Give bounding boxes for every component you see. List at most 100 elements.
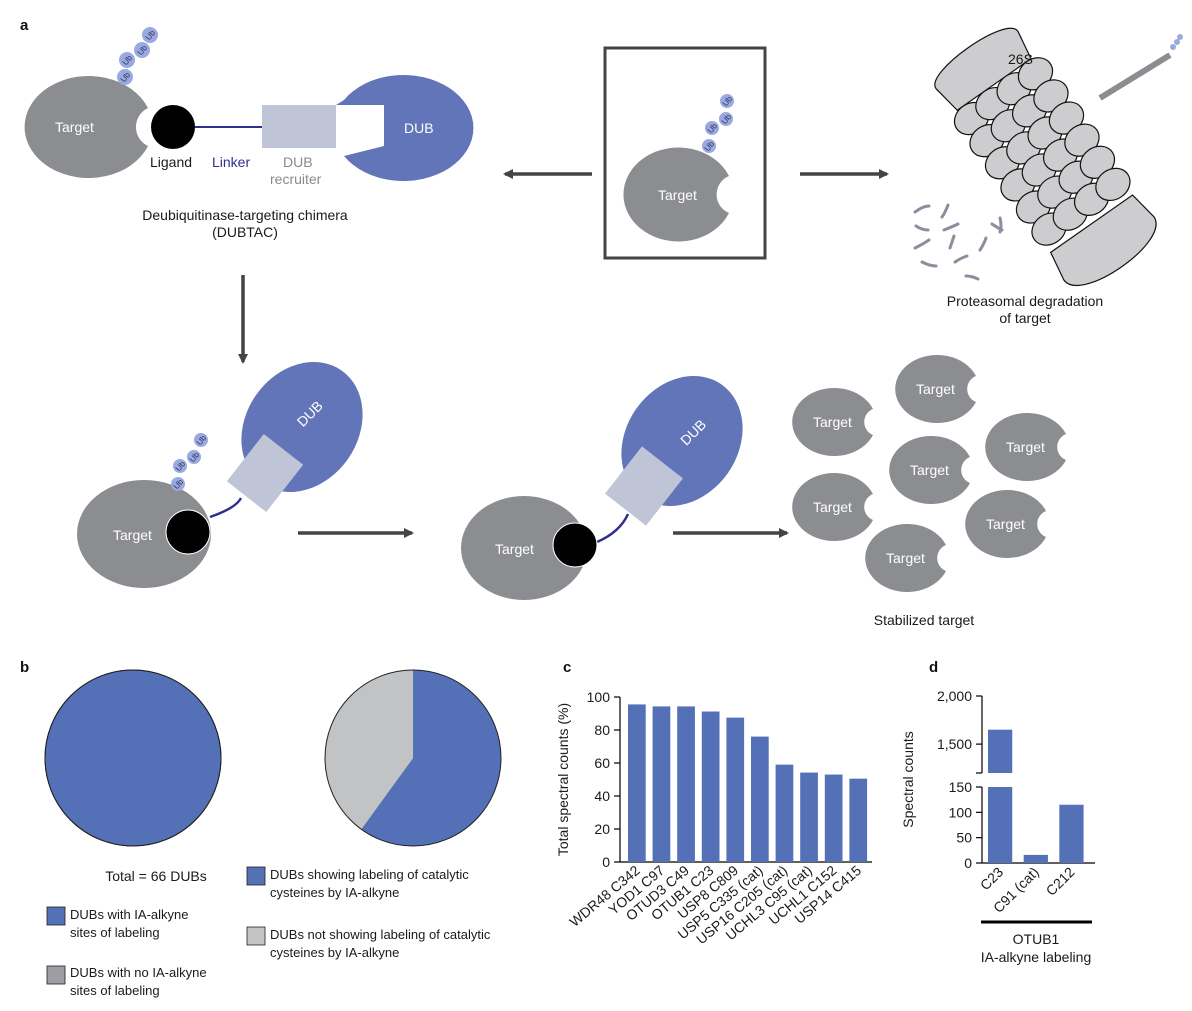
y-tick-label: 20 [594, 821, 610, 837]
proteasome-label: 26S [1008, 51, 1033, 67]
dubtac-schematic: Target Ub Ub Ub Ub DUB Ligand Linker DUB… [24, 27, 474, 240]
target-protein [623, 147, 729, 242]
target-protein [77, 480, 211, 588]
stabilized-target: Target [792, 473, 873, 541]
bar [628, 704, 646, 862]
legend-left-1-line2: sites of labeling [70, 925, 160, 940]
target-label: Target [886, 550, 925, 566]
legend-right-2-line1: DUBs not showing labeling of catalytic [270, 927, 491, 942]
legend-right: DUBs showing labeling of catalytic cyste… [246, 866, 491, 960]
target-protein [24, 76, 148, 178]
dub-protein [336, 74, 474, 181]
panel-d-letter: d [929, 659, 938, 676]
stabilized-target: Target [865, 524, 946, 592]
bar [775, 764, 794, 862]
bar-upper [988, 729, 1013, 773]
y-tick-label: 0 [964, 855, 972, 871]
legend-swatch-noncatalytic [246, 926, 266, 946]
y-tick-label: 80 [594, 722, 610, 738]
y-tick-label: 40 [594, 788, 610, 804]
bar [677, 706, 695, 862]
legend-left: DUBs with IA-alkyne sites of labeling DU… [46, 906, 207, 998]
legend-right-1-line1: DUBs showing labeling of catalytic [270, 867, 469, 882]
pie-chart-total [44, 669, 222, 847]
ligand [165, 509, 211, 555]
group-label-1: OTUB1 [1013, 931, 1060, 947]
y-tick-label: 60 [594, 755, 610, 771]
bar [824, 774, 843, 862]
stabilized-targets: TargetTargetTargetTargetTargetTargetTarg… [792, 354, 1066, 592]
ternary-complex-1: DUB Target Ub Ub Ub Ub [77, 361, 363, 588]
pie-slice [361, 670, 501, 846]
dubtac-caption-2: (DUBTAC) [212, 224, 278, 240]
proteasome-26s: 26S Proteasomal degradation of target [913, 27, 1183, 326]
legend-right-2-line2: cysteines by IA-alkyne [270, 945, 399, 960]
legend-swatch-catalytic [246, 866, 266, 886]
pie-slice [44, 669, 222, 847]
y-tick-label: 1,500 [937, 736, 972, 752]
bar [726, 717, 745, 862]
pie-slice [325, 670, 413, 830]
linker [209, 497, 243, 519]
pie-chart-catalytic [324, 669, 502, 847]
y-axis-label: Spectral counts [900, 731, 916, 828]
group-label-2: IA-alkyne labeling [981, 949, 1092, 965]
ubiquitinated-target-box: Target Ub Ub Ub Ub [603, 46, 767, 260]
box-target-label: Target [658, 187, 697, 203]
legend-swatch-unlabeled [46, 965, 66, 985]
dub-recruiter [605, 446, 683, 526]
stabilized-target: Target [889, 436, 970, 504]
y-tick-label: 0 [602, 854, 610, 870]
target-label: Target [813, 414, 852, 430]
proteasome-caption-2: of target [999, 310, 1050, 326]
stabilized-caption: Stabilized target [874, 612, 975, 628]
dub-label: DUB [404, 120, 434, 136]
legend-left-2-line1: DUBs with no IA-alkyne [70, 965, 207, 980]
total-dubs-label: Total = 66 DUBs [105, 868, 207, 884]
x-tick-label: C23 [977, 864, 1007, 894]
y-tick-label: 2,000 [937, 688, 972, 704]
dubtac-caption-1: Deubiquitinase-targeting chimera [142, 207, 348, 223]
bar [751, 736, 769, 862]
target-label: Target [986, 516, 1025, 532]
ligand [151, 105, 195, 149]
ligand [552, 522, 598, 568]
linker-label: Linker [212, 154, 250, 170]
legend-swatch-labeled [46, 906, 66, 926]
y-tick-label: 100 [587, 689, 611, 705]
legend-left-1-line1: DUBs with IA-alkyne [70, 907, 188, 922]
target-label: Target [1006, 439, 1045, 455]
ub-chain: Ub Ub Ub Ub [702, 94, 735, 153]
stabilized-target: Target [965, 490, 1046, 558]
bar [849, 778, 868, 862]
target-label: Target [916, 381, 955, 397]
stabilized-target: Target [895, 354, 976, 423]
target-label: Target [813, 499, 852, 515]
x-tick-label: C212 [1043, 864, 1078, 899]
stabilized-target: Target [792, 388, 873, 456]
target-protein [461, 496, 587, 600]
proteasome-caption-1: Proteasomal degradation [947, 293, 1103, 309]
y-tick-label: 50 [956, 830, 972, 846]
bar [652, 706, 671, 862]
legend-left-2-line2: sites of labeling [70, 983, 160, 998]
linker [596, 513, 630, 544]
y-axis-label: Total spectral counts (%) [555, 703, 571, 856]
dub-recruiter [262, 105, 336, 148]
ub-chain: Ub Ub Ub Ub [117, 27, 158, 85]
dub-recruiter [226, 433, 304, 513]
peptide-fragments [913, 203, 1004, 281]
panel-c-letter: c [563, 659, 571, 676]
bar [1023, 854, 1048, 863]
target-label: Target [910, 462, 949, 478]
panel-a-letter: a [20, 17, 29, 34]
panel-b-letter: b [20, 659, 29, 676]
target-label: Target [495, 541, 534, 557]
ligand-label: Ligand [150, 154, 192, 170]
recruiter-label-1: DUB [283, 154, 313, 170]
ub-chain: Ub Ub Ub Ub [171, 433, 209, 491]
target-label: Target [55, 119, 94, 135]
